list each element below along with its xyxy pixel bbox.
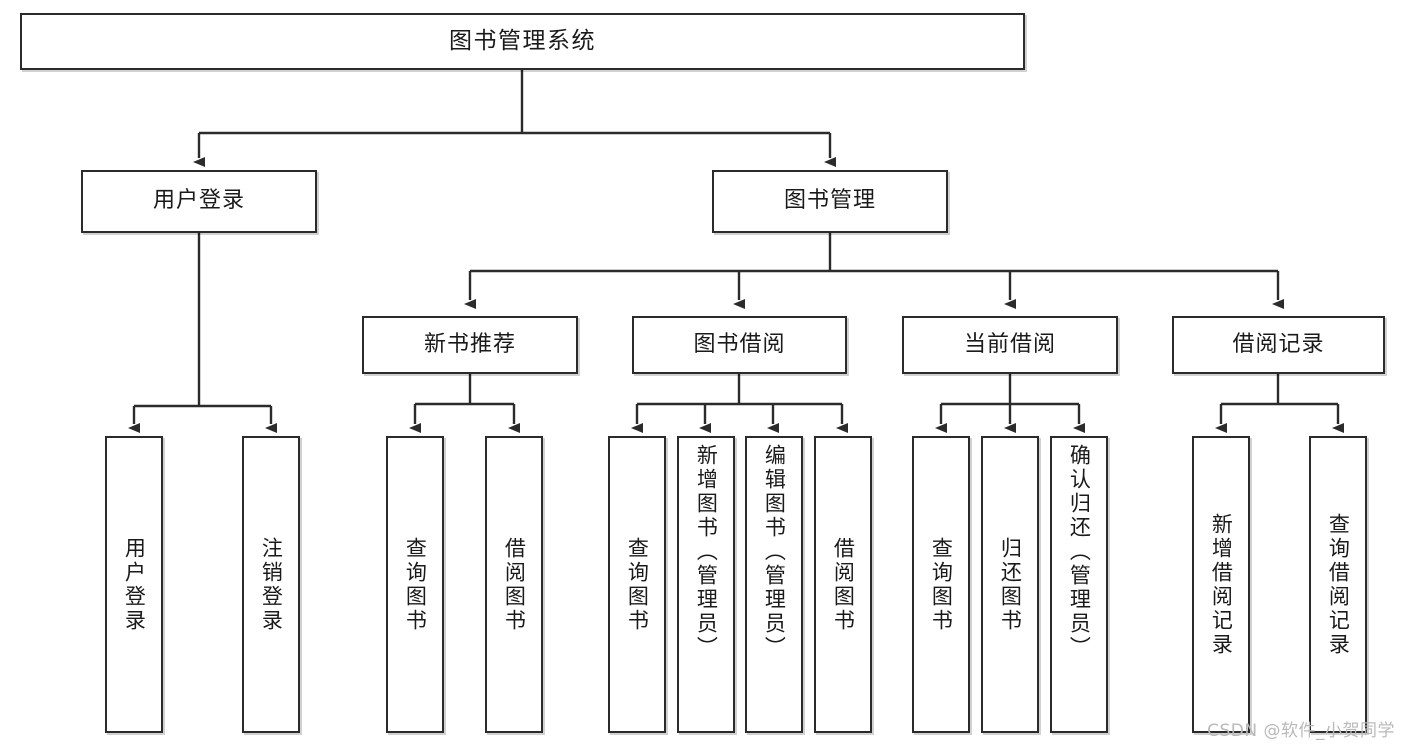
node-leaf-confirm-return[interactable]: 确认归还（管理员） <box>1050 436 1108 733</box>
node-root-label: 图书管理系统 <box>449 27 596 54</box>
node-leaf-query-book-recommend[interactable]: 查询图书 <box>386 436 444 733</box>
node-leaf-borrow-book-recommend[interactable]: 借阅图书 <box>485 436 543 733</box>
node-leaf-query-book-recommend-label: 查询图书 <box>403 536 428 633</box>
node-leaf-user-login-label: 用户登录 <box>122 536 147 633</box>
node-current-borrow-label: 当前借阅 <box>963 331 1056 357</box>
node-book-management-label: 图书管理 <box>783 188 876 214</box>
node-new-book-recommend[interactable]: 新书推荐 <box>362 316 578 374</box>
node-leaf-add-book-label: 新增图书（管理员） <box>694 444 719 660</box>
node-leaf-add-book[interactable]: 新增图书（管理员） <box>677 436 735 733</box>
node-leaf-query-book-borrow-label: 查询图书 <box>625 536 650 633</box>
node-leaf-logout-label: 注销登录 <box>259 536 284 633</box>
node-user-login-label: 用户登录 <box>152 188 245 214</box>
node-leaf-edit-book-label: 编辑图书（管理员） <box>762 444 787 660</box>
node-root[interactable]: 图书管理系统 <box>20 13 1025 70</box>
node-leaf-return-book-label: 归还图书 <box>998 536 1023 633</box>
node-leaf-query-book-current[interactable]: 查询图书 <box>912 436 970 733</box>
node-borrow-record-label: 借阅记录 <box>1232 331 1325 357</box>
node-leaf-confirm-return-label: 确认归还（管理员） <box>1067 444 1092 660</box>
node-leaf-borrow-book-recommend-label: 借阅图书 <box>502 536 527 633</box>
node-book-borrow-label: 图书借阅 <box>693 331 786 357</box>
node-leaf-logout[interactable]: 注销登录 <box>242 436 300 733</box>
node-leaf-add-borrow-record-label: 新增借阅记录 <box>1209 512 1234 657</box>
node-leaf-return-book[interactable]: 归还图书 <box>981 436 1039 733</box>
node-leaf-borrow-book[interactable]: 借阅图书 <box>814 436 872 733</box>
node-new-book-recommend-label: 新书推荐 <box>423 331 516 357</box>
node-leaf-borrow-book-label: 借阅图书 <box>831 536 856 633</box>
node-leaf-query-book-current-label: 查询图书 <box>929 536 954 633</box>
node-book-borrow[interactable]: 图书借阅 <box>632 316 847 374</box>
node-leaf-user-login[interactable]: 用户登录 <box>105 436 163 733</box>
node-book-management[interactable]: 图书管理 <box>712 170 948 233</box>
node-current-borrow[interactable]: 当前借阅 <box>902 316 1118 374</box>
node-leaf-query-borrow-record[interactable]: 查询借阅记录 <box>1309 436 1367 733</box>
node-borrow-record[interactable]: 借阅记录 <box>1172 316 1385 374</box>
node-leaf-add-borrow-record[interactable]: 新增借阅记录 <box>1192 436 1250 733</box>
node-leaf-edit-book[interactable]: 编辑图书（管理员） <box>745 436 803 733</box>
node-user-login[interactable]: 用户登录 <box>81 170 317 233</box>
node-leaf-query-book-borrow[interactable]: 查询图书 <box>608 436 666 733</box>
node-leaf-query-borrow-record-label: 查询借阅记录 <box>1326 512 1351 657</box>
